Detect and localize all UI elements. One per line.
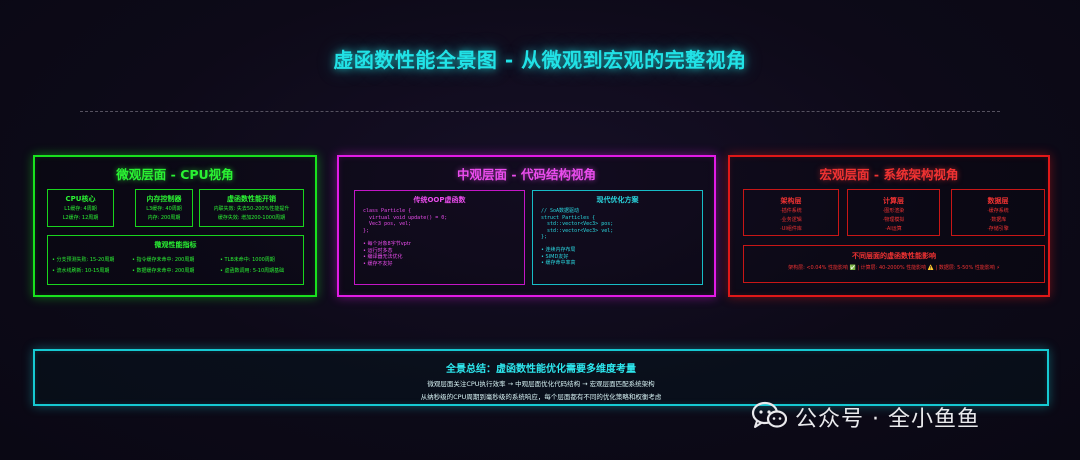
oop-bullet: • 编译器无法优化 xyxy=(363,254,403,260)
micro-metrics-box: 微观性能指标 • 分支预测失败: 15-20周期 • 指令缓存未命中: 200周… xyxy=(47,235,304,285)
oop-code-snippet: class Particle { virtual void update() =… xyxy=(363,208,448,234)
metric-item: • 指令缓存未命中: 200周期 xyxy=(132,257,195,263)
memory-controller-box: 内存控制器 L3缓存: 40周期 内存: 200周期 xyxy=(135,189,193,227)
modern-code-title: 现代优化方案 xyxy=(596,196,639,204)
summary-line: 从纳秒级的CPU周期到毫秒级的系统响应，每个层面都有不同的优化策略和权衡考虑 xyxy=(420,393,662,401)
metric-item: • 虚函数调用: 5-10周期基础 xyxy=(220,268,285,274)
data-layer-line: ·存储引擎 xyxy=(987,226,1009,232)
architecture-layer-line: ·插件系统 xyxy=(780,208,802,214)
summary-panel: 全景总结：虚函数性能优化需要多维度考量 微观层面关注CPU执行效率 → 中观层面… xyxy=(33,349,1049,406)
modern-bullet: • SIMD友好 xyxy=(541,253,569,260)
data-layer-box: 数据层 ·缓存系统 ·数据库 ·存储引擎 xyxy=(951,189,1045,236)
compute-layer-line: ·物理模拟 xyxy=(882,217,905,223)
architecture-layer-box: 架构层 ·插件系统 ·业务逻辑 ·UI组件库 xyxy=(743,189,839,236)
meso-panel-title: 中观层面 - 代码结构视角 xyxy=(457,167,596,182)
meso-panel: 中观层面 - 代码结构视角 传统OOP虚函数 class Particle { … xyxy=(337,155,716,297)
micro-panel: 微观层面 - CPU视角 CPU核心 L1缓存: 4周期 L2缓存: 12周期 … xyxy=(33,155,317,297)
compute-layer-line: ·图形渲染 xyxy=(882,208,905,214)
virtual-overhead-title: 虚函数性能开销 xyxy=(227,195,276,203)
cpu-core-title: CPU核心 xyxy=(65,195,96,203)
cpu-core-line: L1缓存: 4周期 xyxy=(64,206,97,212)
compute-layer-title: 计算层 xyxy=(883,197,904,205)
summary-line: 微观层面关注CPU执行效率 → 中观层面优化代码结构 → 宏观层面匹配系统架构 xyxy=(427,380,655,388)
oop-code-title: 传统OOP虚函数 xyxy=(413,196,466,204)
data-layer-line: ·数据库 xyxy=(989,217,1007,223)
oop-bullet: • 缓存不友好 xyxy=(363,260,393,267)
header-divider xyxy=(80,111,1000,112)
data-layer-line: ·缓存系统 xyxy=(987,208,1009,214)
micro-panel-title: 微观层面 - CPU视角 xyxy=(116,167,234,182)
watermark-text: 公众号 · 全小鱼鱼 xyxy=(795,407,980,432)
oop-bullet: • 运行时多态 xyxy=(363,247,393,254)
architecture-layer-title: 架构层 xyxy=(780,197,802,205)
page-title: 虚函数性能全景图 - 从微观到宏观的完整视角 xyxy=(333,48,747,72)
modern-bullet: • 连续内存布局 xyxy=(541,247,576,253)
macro-panel: 宏观层面 - 系统架构视角 架构层 ·插件系统 ·业务逻辑 ·UI组件库 计算层… xyxy=(728,155,1050,297)
macro-panel-title: 宏观层面 - 系统架构视角 xyxy=(819,167,959,182)
micro-metrics-title: 微观性能指标 xyxy=(154,241,197,249)
oop-bullet: • 每个对象8字节vptr xyxy=(363,241,411,247)
layer-impact-title: 不同层面的虚函数性能影响 xyxy=(852,252,936,260)
memory-controller-title: 内存控制器 xyxy=(146,195,182,203)
memory-controller-line: 内存: 200周期 xyxy=(147,215,181,221)
architecture-layer-line: ·业务逻辑 xyxy=(780,217,802,223)
modern-bullet: • 缓存命中率高 xyxy=(541,260,576,266)
cpu-core-box: CPU核心 L1缓存: 4周期 L2缓存: 12周期 xyxy=(47,189,114,227)
metric-item: • TLB未命中: 1000周期 xyxy=(220,257,275,263)
wechat-icon xyxy=(751,401,787,428)
metric-item: • 分支预测失败: 15-20周期 xyxy=(52,257,115,263)
layer-impact-line: 架构层: <0.04% 性能影响 ✅ | 计算层: 40-2000% 性能影响 … xyxy=(788,265,1000,271)
summary-title: 全景总结：虚函数性能优化需要多维度考量 xyxy=(446,364,636,375)
modern-code-box: 现代优化方案 // SoA数据驱动 struct Particles { std… xyxy=(532,190,703,285)
virtual-overhead-box: 虚函数性能开销 内联失效: 失去50-200%性能提升 缓存失效: 增加200-… xyxy=(199,189,304,227)
modern-code-snippet: // SoA数据驱动 struct Particles { std::vecto… xyxy=(541,208,614,240)
metric-item: • 数据缓存未命中: 200周期 xyxy=(132,268,195,274)
virtual-overhead-line: 内联失效: 失去50-200%性能提升 xyxy=(213,206,290,212)
data-layer-title: 数据层 xyxy=(987,197,1009,205)
architecture-layer-line: ·UI组件库 xyxy=(780,226,802,232)
cpu-core-line: L2缓存: 12周期 xyxy=(62,215,99,221)
compute-layer-box: 计算层 ·图形渲染 ·物理模拟 ·AI运算 xyxy=(847,189,940,236)
oop-code-box: 传统OOP虚函数 class Particle { virtual void u… xyxy=(354,190,525,285)
virtual-overhead-line: 缓存失效: 增加200-1000周期 xyxy=(217,215,286,221)
metric-item: • 流水线刷新: 10-15周期 xyxy=(52,268,110,274)
layer-impact-box: 不同层面的虚函数性能影响 架构层: <0.04% 性能影响 ✅ | 计算层: 4… xyxy=(743,245,1045,283)
compute-layer-line: ·AI运算 xyxy=(885,226,902,232)
memory-controller-line: L3缓存: 40周期 xyxy=(146,206,182,212)
